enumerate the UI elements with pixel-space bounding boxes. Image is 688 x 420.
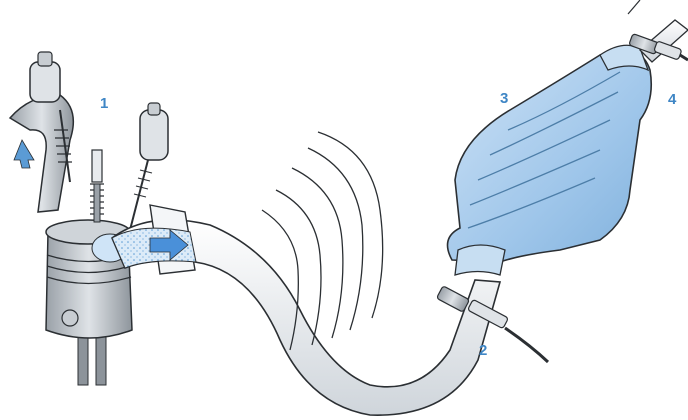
catalytic-converter (446, 44, 653, 276)
callout-1: 1 (100, 95, 109, 112)
intake-port (8, 51, 75, 213)
spark-plug (90, 149, 104, 223)
oxygen-sensor-downstream (629, 33, 688, 62)
callout-2: 2 (479, 342, 488, 359)
callout-3: 3 (500, 90, 509, 107)
exhaust-flow-arrow-icon (149, 229, 189, 261)
exhaust-valve (129, 102, 169, 231)
callout-4: 4 (668, 91, 677, 108)
oxygen-sensor-upstream (436, 286, 550, 364)
heat-waves (261, 131, 384, 351)
flow-arrow-icon (13, 139, 35, 169)
